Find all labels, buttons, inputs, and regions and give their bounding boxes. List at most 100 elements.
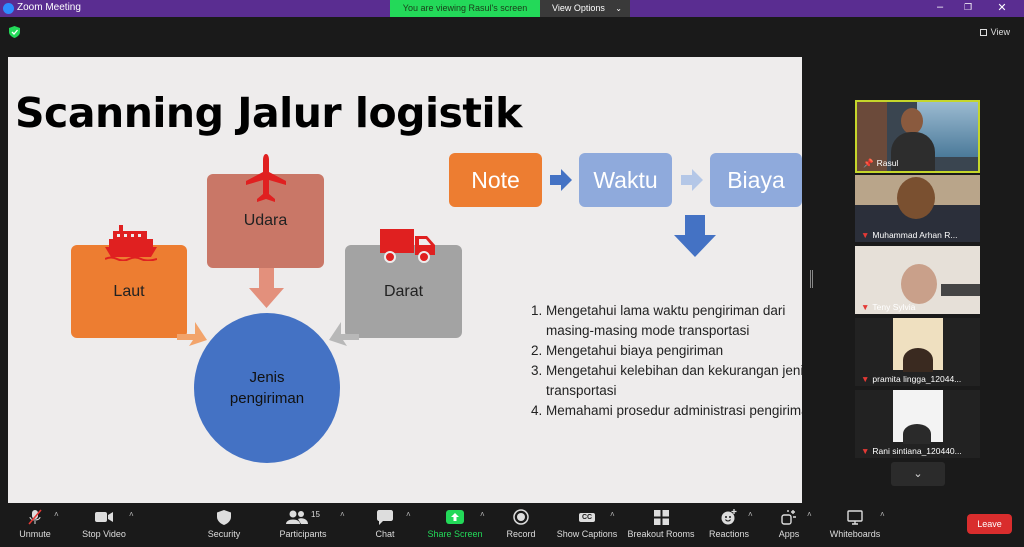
participant-name: ▼pramita lingga_12044... [861, 374, 962, 384]
avatar [897, 177, 935, 219]
unmute-label: Unmute [19, 529, 51, 539]
breakout-rooms-label: Breakout Rooms [627, 529, 695, 539]
share-screen-label: Share Screen [427, 529, 483, 539]
video-camera-icon [95, 512, 113, 522]
avatar [891, 132, 935, 171]
circle-line2: pengiriman [229, 390, 305, 407]
caret-up-icon[interactable]: ˄ [807, 510, 812, 519]
pin-icon: 📌 [863, 158, 874, 168]
laut-box: Laut [71, 245, 187, 338]
video-tile[interactable]: ▼pramita lingga_12044... [855, 318, 980, 386]
caret-up-icon[interactable]: ˄ [748, 510, 753, 519]
avatar [903, 424, 931, 444]
share-screen-button[interactable]: Share Screen ˄ [420, 506, 490, 547]
apps-icon [781, 510, 796, 525]
video-tile[interactable]: 📌Rasul [855, 100, 980, 173]
list-item: Memahami prosedur administrasi pengirima… [546, 401, 802, 421]
gallery-next-button[interactable]: ⌄ [891, 462, 945, 486]
record-button[interactable]: Record [486, 506, 556, 547]
darat-box: Darat [345, 245, 462, 338]
caret-up-icon[interactable]: ˄ [54, 510, 59, 519]
whiteboards-button[interactable]: Whiteboards ˄ [820, 506, 890, 547]
security-shield-icon[interactable] [9, 26, 20, 38]
participants-label: Participants [279, 529, 327, 539]
list-item: Mengetahui lama waktu pengiriman dari ma… [546, 301, 802, 341]
participant-name: 📌Rasul [863, 158, 899, 168]
security-button[interactable]: Security [189, 506, 259, 547]
whiteboards-label: Whiteboards [829, 529, 881, 539]
caret-up-icon[interactable]: ˄ [480, 510, 485, 519]
video-tile[interactable]: ▼Muhammad Arhan R... [855, 175, 980, 242]
arrow-right-icon [550, 169, 572, 191]
record-label: Record [506, 529, 536, 539]
stop-video-button[interactable]: Stop Video ˄ [69, 506, 139, 547]
participants-count: 15 [311, 509, 320, 519]
avatar [903, 348, 933, 372]
security-label: Security [207, 529, 241, 539]
reactions-button[interactable]: Reactions ˄ [694, 506, 764, 547]
caret-up-icon[interactable]: ˄ [129, 510, 134, 519]
unmute-button[interactable]: Unmute ˄ [0, 506, 70, 547]
view-options-label: View Options [552, 3, 605, 13]
udara-label: Udara [243, 212, 288, 229]
caret-up-icon[interactable]: ˄ [610, 510, 615, 519]
zoom-logo-icon [3, 3, 14, 14]
share-screen-icon [446, 510, 464, 524]
leave-button[interactable]: Leave [967, 514, 1012, 534]
viewing-screen-banner: You are viewing Rasul's screen [390, 0, 540, 17]
view-options-button[interactable]: View Options ⌄ [540, 0, 630, 17]
caret-up-icon[interactable]: ˄ [340, 510, 345, 519]
muted-mic-icon: ▼ [861, 446, 870, 456]
panel-resize-handle[interactable] [810, 270, 813, 288]
video-tile[interactable]: ▼Teny Sylvia [855, 246, 980, 314]
airplane-icon [246, 154, 286, 202]
grid-icon [979, 29, 987, 36]
captions-icon: CC [578, 512, 596, 522]
avatar [901, 108, 923, 134]
caret-up-icon[interactable]: ˄ [406, 510, 411, 519]
biaya-box: Biaya [710, 153, 802, 207]
chat-button[interactable]: Chat ˄ [350, 506, 420, 547]
slide-title: Scanning Jalur logistik [15, 89, 522, 137]
chevron-down-icon: ⌄ [615, 4, 622, 13]
video-tile[interactable]: ▼Rani sintiana_120440... [855, 390, 980, 458]
list-item: Mengetahui biaya pengiriman [546, 341, 802, 361]
laut-label: Laut [113, 282, 145, 300]
view-button[interactable]: View [979, 27, 1010, 37]
breakout-rooms-button[interactable]: Breakout Rooms [626, 506, 696, 547]
muted-mic-icon: ▼ [861, 230, 870, 240]
waktu-box: Waktu [579, 153, 672, 207]
participant-name: ▼Rani sintiana_120440... [861, 446, 962, 456]
note-box: Note [449, 153, 542, 207]
biaya-label: Biaya [727, 166, 785, 193]
objectives-list: Mengetahui lama waktu pengiriman dari ma… [524, 301, 802, 421]
arrow-down-icon [674, 215, 716, 257]
caret-up-icon[interactable]: ˄ [880, 510, 885, 519]
record-icon [513, 509, 529, 525]
close-icon[interactable]: ✕ [997, 2, 1007, 14]
stop-video-label: Stop Video [82, 529, 126, 539]
arrow-down-icon [249, 268, 284, 308]
curved-arrow-icon [329, 322, 359, 346]
title-bar: Zoom Meeting You are viewing Rasul's scr… [0, 0, 1024, 17]
apps-button[interactable]: Apps ˄ [754, 506, 824, 547]
chat-label: Chat [375, 529, 395, 539]
restore-icon[interactable]: ❐ [963, 2, 973, 12]
participant-name: ▼Muhammad Arhan R... [861, 230, 958, 240]
minimize-icon[interactable]: – [936, 1, 944, 13]
apps-label: Apps [778, 529, 800, 539]
participants-button[interactable]: 15 Participants ˄ [268, 506, 344, 547]
muted-mic-icon: ▼ [861, 374, 870, 384]
darat-label: Darat [383, 282, 424, 300]
video-background [857, 102, 887, 171]
view-label: View [990, 27, 1010, 37]
reactions-label: Reactions [708, 529, 750, 539]
chevron-down-icon: ⌄ [913, 468, 923, 480]
curved-arrow-icon [177, 322, 207, 346]
note-label: Note [471, 166, 520, 193]
avatar [901, 264, 937, 304]
waktu-label: Waktu [593, 166, 658, 193]
participants-icon [286, 510, 309, 524]
show-captions-button[interactable]: CC Show Captions ˄ [552, 506, 622, 547]
